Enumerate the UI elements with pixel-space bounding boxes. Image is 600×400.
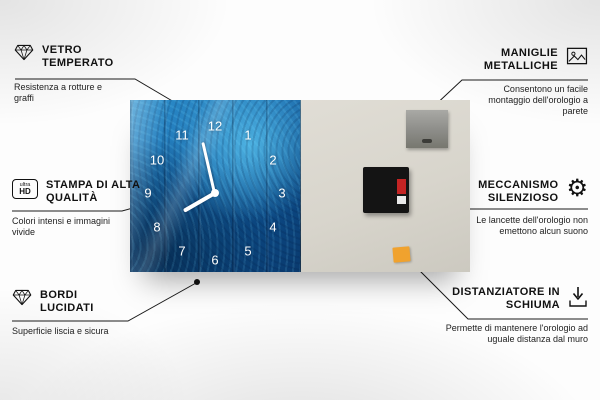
product-image: 1 2 3 4 5 6 7 8 9 10 11 12 [130, 100, 470, 272]
callout-subtitle: Le lancette dell'orologio non emettono a… [476, 215, 588, 236]
clock-number: 1 [244, 127, 252, 143]
clock-number: 10 [149, 152, 165, 168]
ultra-hd-icon-text-top: ultra [19, 182, 31, 188]
callout-subtitle: Permette di mantenere l'orologio ad ugua… [445, 323, 588, 344]
minute-hand [201, 141, 217, 194]
callout-distanziatore-schiuma: DISTANZIATORE IN SCHIUMA Permette di man… [413, 286, 588, 345]
diamond-icon [14, 44, 34, 61]
metal-hanger-plate [405, 110, 448, 148]
callout-bordi-lucidati: BORDI LUCIDATI Superficie liscia e sicur… [12, 289, 162, 337]
clock-number: 4 [269, 219, 277, 235]
clock-back-panel [300, 100, 470, 272]
clock-number: 9 [144, 185, 152, 201]
clock-number: 2 [269, 152, 277, 168]
clock-number: 12 [207, 118, 223, 134]
ultra-hd-icon: ultra HD [12, 179, 38, 199]
callout-title: STAMPA DI ALTA QUALITÀ [46, 179, 140, 204]
callout-subtitle: Resistenza a rotture e graffi [14, 82, 103, 103]
foam-spacer [391, 246, 411, 263]
picture-icon [566, 47, 588, 65]
clock-number: 5 [244, 243, 252, 259]
down-arrow-icon [568, 286, 588, 308]
hanger-slot [421, 139, 432, 143]
diamond-icon [12, 289, 32, 306]
ultra-hd-icon-text-bottom: HD [19, 187, 31, 196]
clock-mechanism [362, 167, 409, 213]
callout-subtitle: Colori intensi e immagini vivide [12, 216, 111, 237]
callout-stampa-alta-qualita: ultra HD STAMPA DI ALTA QUALITÀ Colori i… [12, 179, 147, 238]
clock-number: 6 [211, 252, 219, 268]
callout-title: VETRO TEMPERATO [42, 44, 114, 69]
callout-title: DISTANZIATORE IN SCHIUMA [452, 286, 560, 311]
callout-title: BORDI LUCIDATI [40, 289, 94, 314]
clock-center-cap [211, 189, 219, 197]
callout-subtitle: Superficie liscia e sicura [12, 326, 109, 336]
clock-number: 3 [278, 185, 286, 201]
gear-icon: ⚙ [566, 175, 588, 202]
callout-meccanismo-silenzioso: MECCANISMO SILENZIOSO ⚙ Le lancette dell… [428, 175, 588, 237]
callout-title: MANIGLIE METALLICHE [483, 47, 558, 72]
callout-vetro-temperato: VETRO TEMPERATO Resistenza a rotture e g… [14, 44, 149, 104]
clock-number: 7 [178, 243, 186, 259]
callout-maniglie-metalliche: MANIGLIE METALLICHE Consentono un facile… [438, 47, 588, 117]
callout-title: MECCANISMO SILENZIOSO [478, 179, 559, 204]
mechanism-red-part [396, 179, 406, 194]
callout-subtitle: Consentono un facile montaggio dell'orol… [488, 84, 588, 116]
clock-number: 11 [175, 127, 189, 143]
dot-bordi [194, 279, 200, 285]
mechanism-white-part [396, 196, 406, 204]
clock-front-face: 1 2 3 4 5 6 7 8 9 10 11 12 [130, 100, 301, 272]
clock-number: 8 [153, 219, 161, 235]
